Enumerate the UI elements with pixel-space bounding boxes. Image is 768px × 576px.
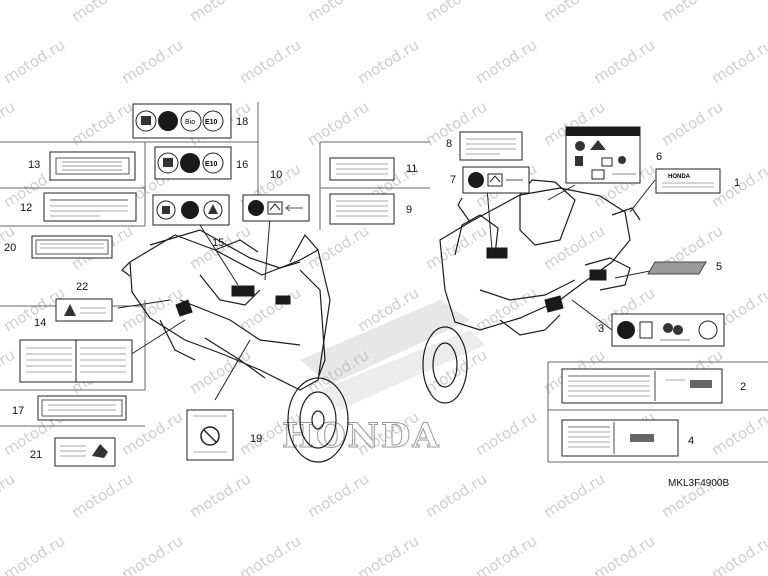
motorcycle-right (422, 179, 641, 404)
callout-18: 18 (236, 116, 248, 128)
callout-7: 7 (450, 174, 456, 186)
watermark-text: motod.ru (590, 532, 658, 576)
watermark-text: motod.ru (422, 470, 490, 522)
callout-9: 9 (406, 204, 412, 216)
callout-16: 16 (236, 159, 248, 171)
callout-22: 22 (76, 281, 88, 293)
motorcycle-left (121, 229, 349, 463)
watermark-text: motod.ru (0, 0, 18, 25)
label-22 (55, 298, 113, 322)
watermark-text: motod.ru (0, 36, 68, 88)
label-14 (19, 339, 133, 383)
label-18-bio-text: Bio (185, 119, 195, 126)
label-21 (54, 437, 116, 467)
diagram-code: MKL3F4900B (668, 478, 729, 489)
watermark-text: motod.ru (236, 36, 304, 88)
watermark-text: motod.ru (118, 408, 186, 460)
watermark-text: motod.ru (118, 532, 186, 576)
watermark-text: motod.ru (472, 36, 540, 88)
watermark-text: motod.ru (0, 470, 18, 522)
leader-lines (117, 179, 656, 401)
callout-13: 13 (28, 159, 40, 171)
watermark-text: motod.ru (540, 0, 608, 25)
frame-lines (0, 102, 768, 463)
watermark-text: motod.ru (304, 0, 372, 25)
label-16: E10 (154, 146, 232, 180)
watermark-text: motod.ru (708, 408, 768, 460)
watermark-text: motod.ru (590, 36, 658, 88)
callout-1: 1 (734, 177, 740, 189)
label-2 (561, 368, 723, 404)
watermark-text: motod.ru (236, 532, 304, 576)
label-1-brand-text: HONDA (668, 174, 691, 180)
callout-6: 6 (656, 151, 662, 163)
label-3 (611, 313, 725, 347)
label-6 (565, 126, 641, 184)
callout-20: 20 (4, 242, 16, 254)
watermark-text: motod.ru (186, 470, 254, 522)
watermark-text: motod.ru (0, 532, 68, 576)
watermark-text: motod.ru (422, 0, 490, 25)
label-19 (186, 409, 234, 461)
watermark-text: motod.ru (708, 532, 768, 576)
watermark-text: motod.ru (472, 408, 540, 460)
callout-15: 15 (212, 237, 224, 249)
label-10 (242, 194, 310, 222)
watermark-text: motod.ru (472, 532, 540, 576)
callout-8: 8 (446, 138, 452, 150)
label-20 (31, 235, 113, 259)
label-17 (37, 395, 127, 421)
brand-wordmark: HONDA (282, 416, 441, 456)
watermark-text: motod.ru (68, 470, 136, 522)
callout-17: 17 (12, 405, 24, 417)
callout-14: 14 (34, 317, 46, 329)
callout-19: 19 (250, 433, 262, 445)
watermark-text: motod.ru (118, 284, 186, 336)
callout-21: 21 (30, 449, 42, 461)
callout-10: 10 (270, 169, 282, 181)
watermark-text: motod.ru (186, 0, 254, 25)
watermark-text: motod.ru (354, 532, 422, 576)
callout-11: 11 (406, 163, 417, 175)
callout-5: 5 (716, 261, 722, 273)
label-13 (49, 151, 136, 181)
watermark-text: motod.ru (304, 222, 372, 274)
watermark-text: motod.ru (68, 0, 136, 25)
label-18: Bio E10 (132, 103, 232, 139)
watermark-text: motod.ru (118, 36, 186, 88)
label-18-e10-text: E10 (205, 119, 218, 126)
label-4 (561, 419, 679, 457)
callout-2: 2 (740, 381, 746, 393)
label-5 (647, 261, 707, 275)
watermark-text: motod.ru (708, 36, 768, 88)
watermark-text: motod.ru (540, 470, 608, 522)
callout-3: 3 (598, 323, 604, 335)
label-11 (329, 157, 395, 181)
label-1: HONDA (655, 168, 721, 194)
watermark-text: motod.ru (354, 36, 422, 88)
label-12 (43, 192, 137, 222)
callout-12: 12 (20, 202, 32, 214)
label-15 (152, 194, 230, 226)
label-7 (462, 166, 530, 194)
label-9 (329, 193, 395, 225)
watermark-text: motod.ru (658, 0, 726, 25)
watermark-text: motod.ru (540, 222, 608, 274)
label-16-e10-text: E10 (205, 161, 218, 168)
label-8 (459, 131, 523, 161)
watermark-text: motod.ru (304, 470, 372, 522)
background-stripes (300, 300, 485, 410)
callout-4: 4 (688, 435, 694, 447)
watermark-text: motod.ru (658, 98, 726, 150)
